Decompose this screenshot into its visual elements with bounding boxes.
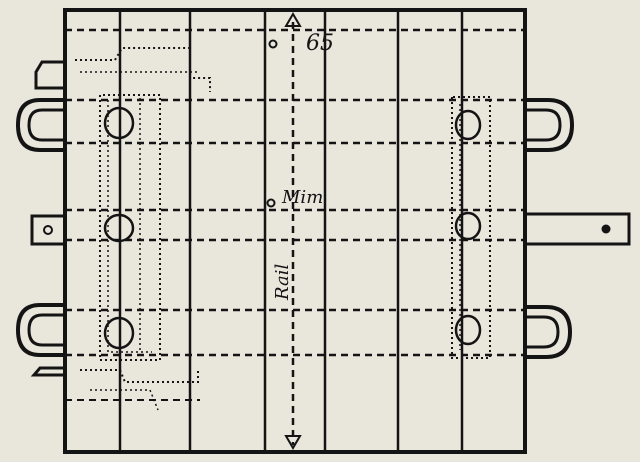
right-strap [523, 212, 631, 246]
bolt-holes [103, 106, 482, 350]
label-middle: Mim [281, 187, 323, 208]
axis-arrow-top-icon [284, 12, 302, 27]
left-lug-top [15, 98, 65, 152]
rivet-icon [43, 225, 53, 235]
bolt-hole [454, 314, 482, 346]
bolt-hole [103, 106, 135, 140]
left-lug-bottom [15, 303, 65, 357]
bolt-hole [454, 211, 482, 241]
right-dotted-frame [451, 96, 491, 359]
horizontal-dashed-lines [65, 28, 525, 401]
bolt-hole [103, 213, 135, 243]
rivet-icon [601, 224, 611, 234]
center-markers [266, 39, 278, 208]
right-lug-top [525, 98, 575, 152]
left-strap [30, 214, 67, 246]
label-top: 65 [306, 31, 334, 56]
bolt-hole [454, 109, 482, 141]
label-vertical: Rail [272, 264, 293, 301]
center-axis [284, 12, 302, 450]
right-lug-bottom [525, 305, 573, 359]
marker-circle [266, 198, 276, 208]
vertical-solid-lines [118, 12, 464, 450]
left-step [30, 60, 65, 377]
bolt-hole [103, 316, 135, 350]
marker-circle [268, 39, 278, 49]
left-dotted-frame [75, 47, 211, 411]
axis-arrow-bottom-icon [284, 435, 302, 450]
